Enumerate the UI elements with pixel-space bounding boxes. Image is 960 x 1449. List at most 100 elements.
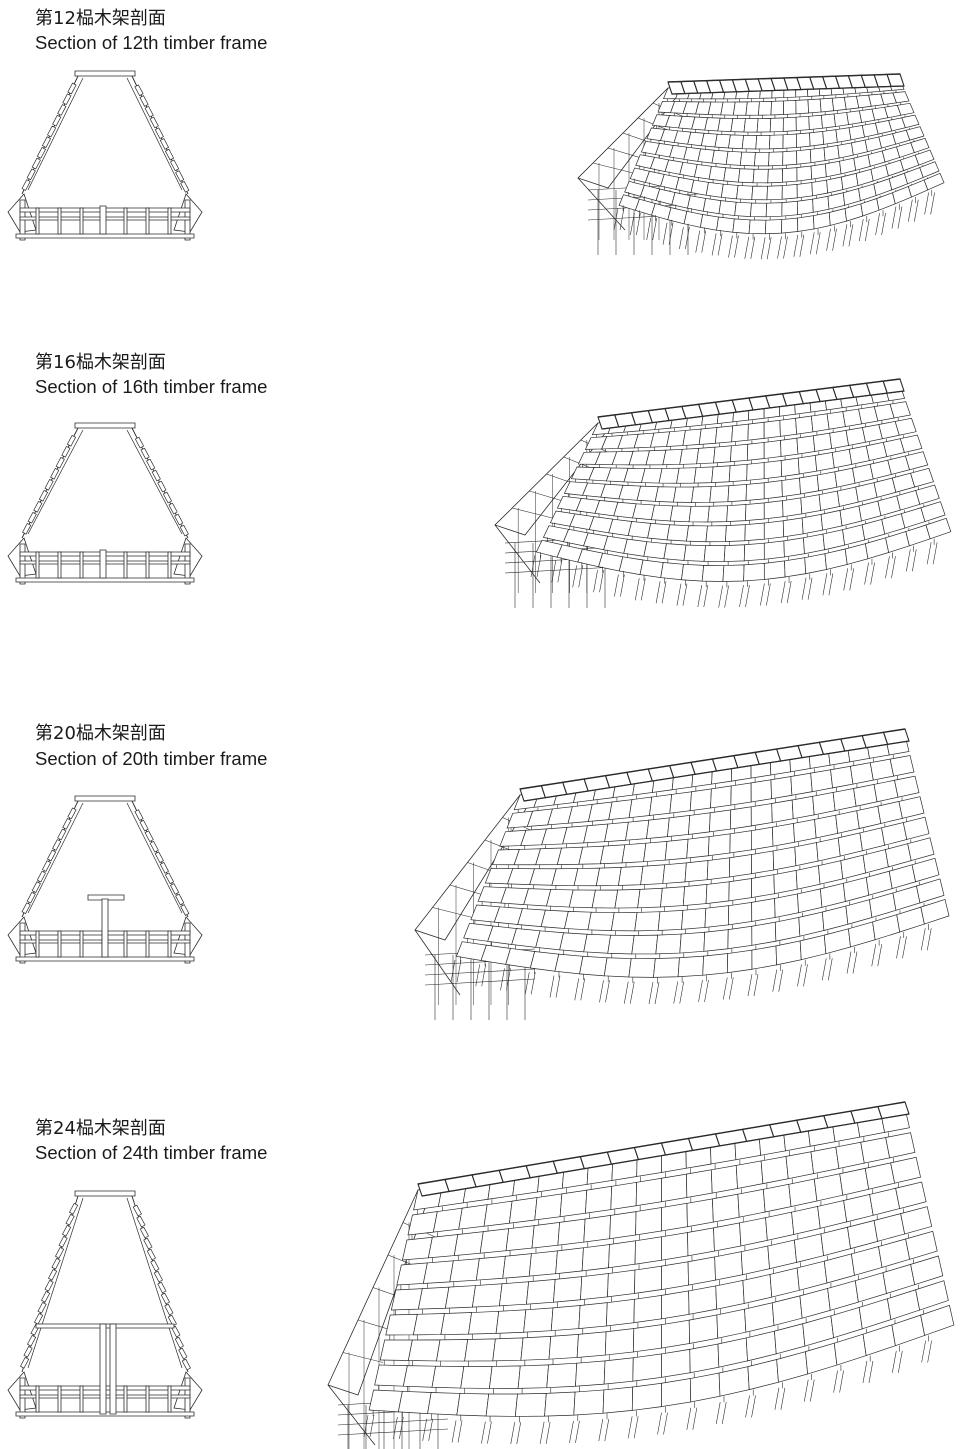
roof-shingle: [812, 180, 828, 196]
roof-shingle: [728, 926, 752, 949]
roof-shingle: [545, 1392, 576, 1416]
section-drawing: [0, 793, 240, 971]
section-title-cn: 第16榀木架剖面: [35, 352, 166, 373]
roof-shingle: [637, 486, 658, 501]
roof-shingle: [450, 1259, 480, 1282]
eave-leg: [636, 213, 640, 235]
eave-leg: [778, 237, 782, 259]
purlin-block: [161, 1293, 169, 1304]
eave-leg: [810, 232, 814, 254]
purlin-block: [140, 96, 148, 107]
eave-leg: [476, 964, 480, 986]
roof-shingle: [635, 1237, 661, 1264]
roof-shingle: [796, 116, 809, 130]
eave-leg: [614, 575, 618, 597]
roof-shingle: [711, 1165, 737, 1193]
floor-joist: [425, 969, 535, 975]
railing-picket: [146, 208, 149, 234]
roof-shingle: [890, 756, 914, 776]
eave-leg: [719, 586, 723, 608]
purlin-block: [45, 1280, 53, 1291]
eave-leg: [775, 1388, 779, 1410]
roof-shingle: [863, 850, 888, 873]
roof-shingle: [665, 839, 688, 860]
purlin-block: [48, 1269, 56, 1280]
roof-shingle: [794, 1234, 823, 1263]
roof-shingle: [782, 168, 797, 183]
eave-leg: [600, 570, 604, 592]
eave-leg: [843, 224, 847, 246]
right-rafter-inner: [127, 1198, 182, 1368]
purlin-block: [160, 862, 168, 873]
roof-shingle: [882, 823, 907, 846]
eave-leg: [725, 586, 729, 608]
eave-leg: [760, 584, 764, 606]
eave-leg: [798, 964, 802, 986]
ridge-line: [668, 74, 900, 82]
purlin-block: [176, 171, 184, 182]
roof-shingle: [797, 183, 812, 198]
roof-shingle: [729, 855, 751, 877]
railing-picket: [80, 1386, 83, 1412]
roof-shingle: [688, 1257, 715, 1285]
roof-shingle: [833, 788, 856, 810]
roof-shingle: [699, 427, 717, 444]
roof-shingle: [622, 843, 646, 863]
roof-shingle: [640, 560, 663, 578]
eave-leg: [663, 223, 667, 245]
eave-leg: [844, 568, 848, 590]
eave-leg: [878, 944, 882, 966]
gable-timber: [343, 1353, 383, 1363]
roof-shingle: [644, 542, 667, 559]
roof-shingle: [688, 196, 706, 212]
roof-shingle: [476, 1256, 505, 1280]
purlin-block: [32, 158, 40, 169]
roof-shingle: [413, 1314, 444, 1335]
purlin-block: [182, 1359, 190, 1370]
roof-shingle: [687, 1199, 713, 1227]
eave-leg: [898, 207, 902, 229]
purlin-block: [67, 435, 75, 446]
purlin-block: [63, 94, 71, 105]
roof-shingle: [769, 152, 783, 166]
roof-shingle: [850, 763, 873, 784]
roof-shingle: [652, 204, 671, 220]
roof-shingle: [535, 1194, 562, 1220]
roof-shingle: [569, 890, 595, 908]
eave-leg: [869, 1361, 873, 1383]
roof-shingle: [772, 1296, 802, 1326]
ridge-line: [418, 1102, 905, 1184]
railing-picket: [168, 1386, 171, 1412]
eave-leg: [399, 1417, 403, 1439]
roof-shingle: [737, 185, 753, 199]
roof-shingle: [690, 789, 711, 811]
roof-shingle: [730, 831, 752, 853]
roof-shingle: [503, 1254, 532, 1279]
roof-shingle: [709, 166, 726, 181]
roof-shingle: [636, 1178, 661, 1205]
eave-leg: [840, 1371, 844, 1393]
purlin-block: [150, 841, 158, 852]
roof-shingle: [605, 1329, 634, 1355]
roof-shingle: [744, 563, 765, 581]
roof-shingle: [896, 1182, 926, 1209]
roof-shingle: [712, 150, 728, 164]
roof-shingle: [823, 530, 845, 550]
roof-shingle: [715, 426, 732, 443]
purlin-block: [62, 1225, 70, 1236]
eave-leg: [897, 936, 901, 958]
gable-base-edge: [495, 525, 540, 583]
eave-leg: [722, 1402, 726, 1424]
purlin-block: [176, 894, 184, 905]
ridge-line: [598, 379, 900, 417]
roof-shingle: [577, 1332, 606, 1358]
ridge-line-lower: [672, 86, 904, 94]
eave-leg: [600, 980, 604, 1002]
roof-shingle: [744, 119, 758, 133]
eave-leg: [599, 1419, 603, 1441]
roof-shingle: [580, 1274, 608, 1300]
roof-shingle: [751, 827, 773, 850]
roof-shingle: [600, 845, 624, 864]
roof-shingle: [703, 198, 721, 213]
roof-shingle: [851, 140, 867, 155]
